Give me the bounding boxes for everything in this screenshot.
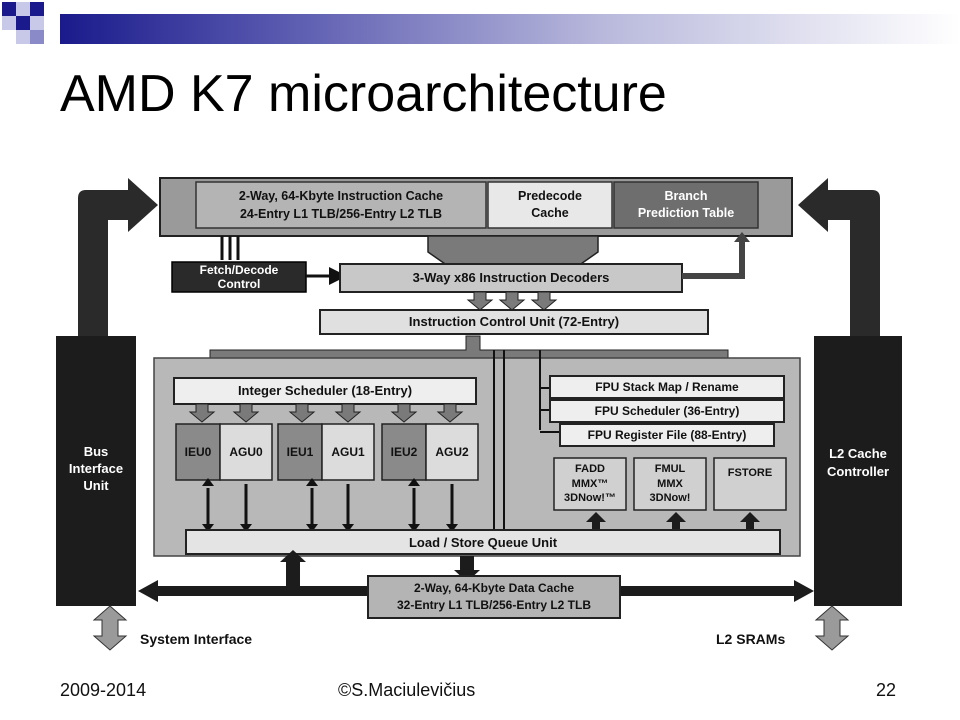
footer-page-number: 22: [876, 680, 897, 700]
fpu-unit-arrows: [586, 512, 760, 540]
svg-text:Controller: Controller: [827, 464, 889, 479]
lsq-to-dcache-arrows: [280, 550, 480, 590]
units-to-lsq-arrowheads: [202, 478, 458, 532]
bus-interface-unit: Bus Interface Unit: [56, 336, 136, 606]
svg-text:Cache: Cache: [531, 206, 569, 220]
svg-text:FPU Register File (88-Entry): FPU Register File (88-Entry): [588, 428, 747, 442]
footer-date: 2009-2014: [60, 680, 147, 700]
svg-text:MMX™: MMX™: [572, 478, 609, 490]
icache-to-decoder-arrow: [427, 235, 599, 267]
decoder-to-branch-arrow: [682, 240, 745, 279]
scheduler-to-units-arrows: [188, 403, 464, 423]
decoder-to-icu-arrows: [466, 291, 558, 311]
units-to-lsq-arrows: [206, 484, 454, 528]
central-bus-lines: [493, 350, 560, 530]
biu-to-icache-bus: [78, 178, 158, 336]
integer-scheduler: Integer Scheduler (18-Entry): [173, 377, 477, 405]
svg-text:IEU1: IEU1: [287, 445, 314, 459]
decoder-to-branch-arrowhead: [734, 232, 750, 242]
fpu-fstore-unit: FSTORE: [713, 457, 787, 511]
svg-text:Branch: Branch: [664, 189, 707, 203]
svg-text:FPU Scheduler (36-Entry): FPU Scheduler (36-Entry): [595, 404, 740, 418]
svg-text:Interface: Interface: [69, 461, 123, 476]
integer-execution-units: IEU0 AGU0 IEU1 AGU1 IEU2 AGU2: [175, 423, 479, 481]
svg-text:3-Way x86 Instruction Decoders: 3-Way x86 Instruction Decoders: [413, 270, 610, 285]
l2-cache-controller: L2 Cache Controller: [814, 336, 902, 606]
svg-text:MMX: MMX: [657, 478, 683, 490]
svg-text:Predecode: Predecode: [518, 189, 582, 203]
data-bus: [138, 580, 814, 602]
svg-text:24-Entry L1 TLB/256-Entry L2 T: 24-Entry L1 TLB/256-Entry L2 TLB: [240, 207, 442, 221]
l2-srams-label: L2 SRAMs: [716, 631, 785, 647]
instruction-control-unit: Instruction Control Unit (72-Entry): [319, 309, 709, 335]
fpu-stack-map: FPU Stack Map / Rename: [549, 375, 785, 399]
svg-text:AGU2: AGU2: [435, 445, 469, 459]
svg-text:FPU Stack Map / Rename: FPU Stack Map / Rename: [595, 380, 739, 394]
svg-text:2-Way, 64-Kbyte Data Cache: 2-Way, 64-Kbyte Data Cache: [414, 581, 574, 595]
svg-text:Fetch/Decode: Fetch/Decode: [200, 263, 279, 277]
corner-decoration: [0, 0, 60, 60]
svg-text:AGU0: AGU0: [229, 445, 263, 459]
l2c-to-icache-bus: [798, 178, 880, 336]
instruction-decoders: 3-Way x86 Instruction Decoders: [339, 263, 683, 293]
svg-text:Unit: Unit: [83, 478, 109, 493]
header-gradient-bar: [60, 14, 960, 44]
svg-text:FSTORE: FSTORE: [728, 467, 772, 479]
l2-srams-connector: [814, 605, 850, 651]
instruction-cache-row: 2-Way, 64-Kbyte Instruction Cache 24-Ent…: [159, 177, 793, 237]
system-interface-label: System Interface: [140, 631, 252, 647]
svg-text:AGU1: AGU1: [331, 445, 365, 459]
slide-title: AMD K7 microarchitecture: [60, 65, 667, 123]
system-interface-connector: [92, 605, 128, 651]
svg-text:Bus: Bus: [84, 444, 109, 459]
svg-text:Instruction Control Unit (72-E: Instruction Control Unit (72-Entry): [409, 314, 619, 329]
svg-text:2-Way, 64-Kbyte Instruction Ca: 2-Way, 64-Kbyte Instruction Cache: [239, 189, 443, 203]
svg-text:IEU0: IEU0: [185, 445, 212, 459]
footer-author: ©S.Maciulevičius: [338, 680, 476, 700]
data-cache: 2-Way, 64-Kbyte Data Cache 32-Entry L1 T…: [367, 575, 621, 619]
svg-text:L2 Cache: L2 Cache: [829, 446, 887, 461]
svg-text:3DNow!: 3DNow!: [650, 492, 691, 504]
svg-text:3DNow!™: 3DNow!™: [564, 492, 616, 504]
fpu-scheduler: FPU Scheduler (36-Entry): [549, 399, 785, 423]
svg-text:FADD: FADD: [575, 463, 605, 475]
svg-text:Load / Store Queue Unit: Load / Store Queue Unit: [409, 535, 558, 550]
icache-fetch-arrows: [220, 236, 240, 260]
load-store-queue: Load / Store Queue Unit: [185, 529, 781, 555]
fetch-decode-control: Fetch/Decode Control: [171, 261, 307, 293]
svg-text:Integer Scheduler (18-Entry): Integer Scheduler (18-Entry): [238, 383, 412, 398]
svg-text:FMUL: FMUL: [655, 463, 686, 475]
fpu-fmul-unit: FMUL MMX 3DNow!: [633, 457, 707, 511]
svg-text:Prediction Table: Prediction Table: [638, 206, 734, 220]
svg-text:32-Entry L1 TLB/256-Entry L2 T: 32-Entry L1 TLB/256-Entry L2 TLB: [397, 598, 591, 612]
fpu-register-file: FPU Register File (88-Entry): [559, 423, 775, 447]
svg-text:IEU2: IEU2: [391, 445, 418, 459]
svg-text:Control: Control: [218, 277, 261, 291]
fpu-fadd-unit: FADD MMX™ 3DNow!™: [553, 457, 627, 511]
